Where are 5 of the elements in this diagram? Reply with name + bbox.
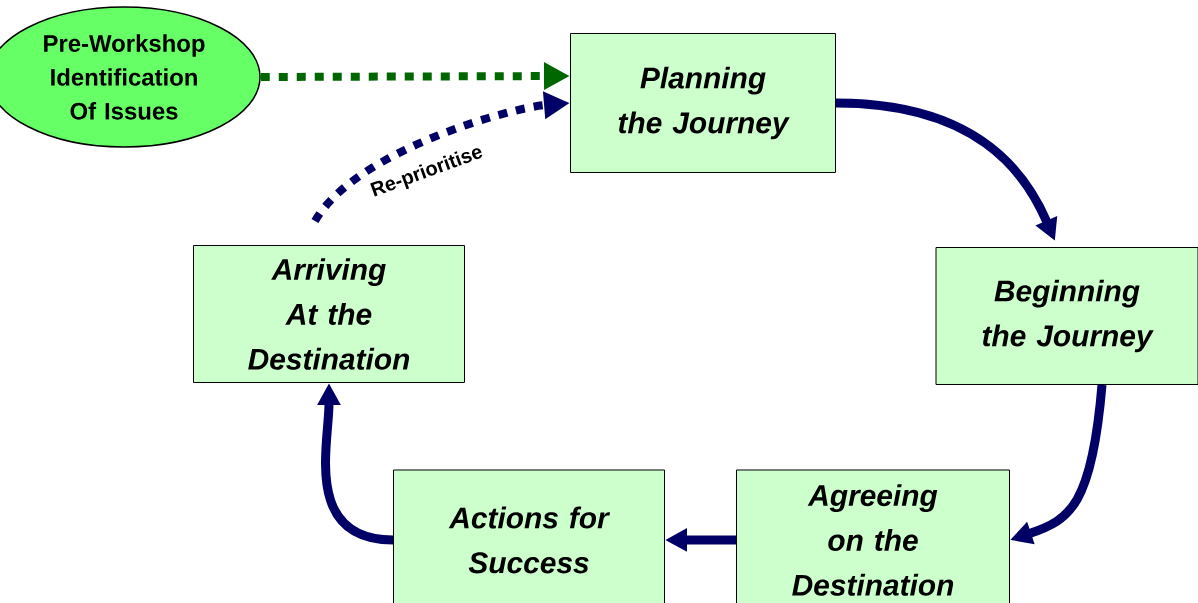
process-box: Beginning the Journey bbox=[935, 247, 1198, 385]
process-box: Actions for Success bbox=[393, 469, 665, 603]
process-box: Arriving At the Destination bbox=[193, 245, 465, 383]
process-box: Agreeing on the Destination bbox=[736, 469, 1010, 603]
process-box: Planning the Journey bbox=[570, 33, 836, 173]
